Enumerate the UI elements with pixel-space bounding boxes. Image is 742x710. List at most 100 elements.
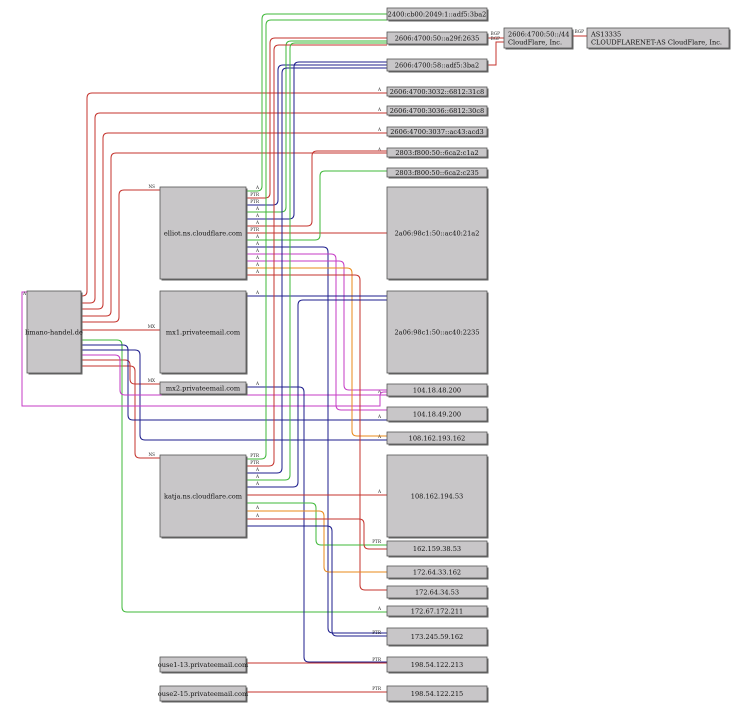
- node-box: [503, 27, 573, 49]
- node-label: 172.64.33.162: [413, 568, 461, 576]
- edge-21: A: [246, 241, 387, 634]
- edge-label: A: [255, 381, 260, 386]
- node-ipv4-8: 173.245.59.162: [386, 627, 489, 647]
- edge-label: A: [377, 414, 382, 419]
- node-mx1: mx1.privateemail.com: [159, 290, 248, 375]
- edge-39: PTR: [246, 686, 387, 693]
- node-box: [386, 105, 488, 116]
- edge-line: [81, 92, 387, 297]
- edge-0: A: [81, 87, 387, 297]
- edge-35: A: [246, 505, 387, 573]
- node-label: 173.245.59.162: [411, 633, 463, 641]
- edge-line: [81, 132, 387, 310]
- edge-line: [81, 359, 160, 385]
- node-label: 2a06:98c1:50::ac40:2235: [394, 328, 479, 336]
- node-label: 2803:f800:50::6ca2:c1a2: [395, 149, 478, 157]
- node-label: 162.159.38.53: [413, 545, 461, 553]
- edge-line: [246, 64, 387, 206]
- edge-label: PTR: [250, 192, 260, 197]
- node-label: elliot.ns.cloudflare.com: [164, 229, 243, 237]
- edge-38: PTR: [246, 657, 387, 664]
- edge-label: A: [255, 481, 260, 486]
- edge-37: PTR: [246, 525, 387, 637]
- node-box: [386, 540, 488, 557]
- node-box: [159, 290, 247, 374]
- edge-label: A: [255, 206, 260, 211]
- edge-9: A: [81, 344, 387, 421]
- edge-20: A: [246, 170, 387, 241]
- edge-19: PTR: [246, 227, 387, 234]
- edge-line: [246, 510, 387, 573]
- node-ipv6-0: 2400:cb00:2049:1::adf5:3ba2: [386, 7, 489, 22]
- node-label: limano-handel.de: [25, 328, 83, 336]
- edge-label: A: [377, 147, 382, 152]
- edge-line: [246, 19, 387, 460]
- edge-label: NS: [148, 184, 155, 189]
- node-box: [159, 685, 247, 702]
- edge-label: A: [377, 107, 382, 112]
- edge-29: PTR: [246, 44, 387, 467]
- node-ouse1: ouse1-13.privateemail.com: [158, 656, 249, 674]
- edge-27: A: [246, 381, 387, 663]
- edge-label: MX: [148, 324, 155, 329]
- edge-17: A: [246, 61, 387, 220]
- node-label: 104.18.49.200: [413, 410, 461, 418]
- node-label: mx1.privateemail.com: [166, 328, 241, 336]
- edges: AAAANSMXMXNSAAAAAAPTRPTRAAAPTRAAAAAAAAPT…: [21, 13, 587, 693]
- node-ipv6-7: 2803:f800:50::6ca2:c235: [386, 167, 489, 179]
- node-ipv6-8: 2a06:98c1:50::ac40:21a2: [386, 186, 489, 281]
- edge-line: [246, 170, 387, 241]
- edge-label: A: [255, 262, 260, 267]
- node-label: 2606:4700:50::/44: [508, 30, 569, 38]
- node-ipv6-3: 2606:4700:3032::6812:31c8: [386, 86, 489, 98]
- edge-12: A: [21, 291, 387, 407]
- edge-line: [246, 525, 387, 637]
- node-label: 172.64.34.53: [415, 588, 459, 596]
- edge-label: A: [255, 213, 260, 218]
- node-box: [386, 605, 488, 617]
- node-label: 2606:4700:58::adf5:3ba2: [395, 61, 479, 69]
- edge-40: BGP: [487, 31, 504, 39]
- edge-label: A: [255, 241, 260, 246]
- edge-label: A: [255, 234, 260, 239]
- edge-line: [246, 260, 387, 391]
- node-ipv6-5: 2606:4700:3037::ac43:acd3: [386, 126, 489, 138]
- edge-line: [81, 189, 160, 323]
- node-label: mx2.privateemail.com: [166, 384, 241, 392]
- edge-32: A: [246, 299, 387, 488]
- edge-line: [246, 299, 387, 488]
- edge-label: A: [377, 389, 382, 394]
- node-label: 108.162.194.53: [411, 492, 463, 500]
- node-ouse2: ouse2-15.privateemail.com: [158, 685, 249, 703]
- edge-label: A: [22, 291, 27, 296]
- edge-line: [246, 274, 387, 591]
- edge-line: [81, 112, 387, 304]
- edge-label: A: [255, 290, 260, 295]
- edge-label: PTR: [372, 630, 382, 635]
- node-label: CLOUDFLARENET-AS CloudFlare, Inc.: [591, 38, 722, 46]
- edge-label: PTR: [372, 686, 382, 691]
- edge-41: BGP: [487, 36, 504, 66]
- edge-line: [81, 354, 387, 396]
- edge-1: A: [81, 107, 387, 304]
- edge-label: A: [255, 474, 260, 479]
- node-box: [386, 685, 488, 702]
- edge-line: [246, 67, 387, 474]
- edge-11: A: [81, 354, 387, 396]
- edge-label: BGP: [491, 36, 501, 41]
- node-katja: katja.ns.cloudflare.com: [159, 454, 248, 539]
- node-label: AS13335: [590, 30, 621, 38]
- edge-34: PTR: [246, 502, 387, 546]
- node-label: 2400:cb00:2049:1::adf5:3ba2: [388, 10, 487, 18]
- edge-label: A: [377, 606, 382, 611]
- edge-line: [81, 365, 160, 459]
- edge-line: [246, 386, 387, 663]
- node-ipv4-4: 162.159.38.53: [386, 540, 489, 558]
- edge-label: A: [255, 185, 260, 190]
- edge-label: NS: [148, 452, 155, 457]
- edge-label: BGP: [491, 31, 501, 36]
- edge-label: A: [255, 255, 260, 260]
- edge-label: A: [255, 269, 260, 274]
